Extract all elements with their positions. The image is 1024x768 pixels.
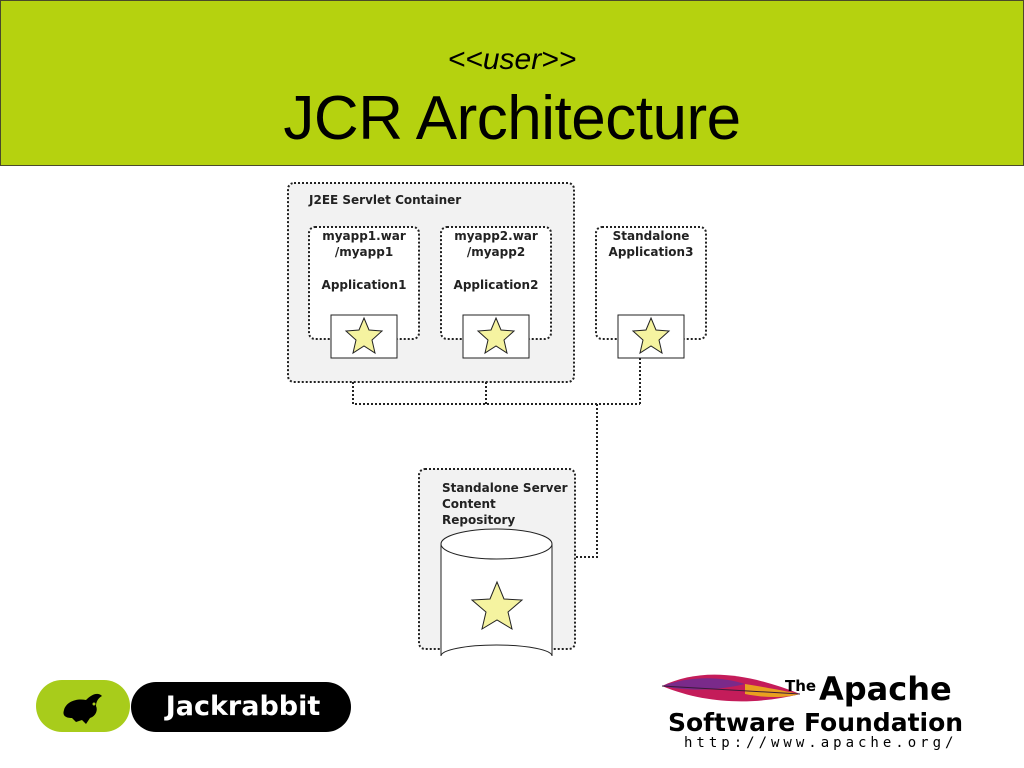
jackrabbit-label: Jackrabbit xyxy=(165,691,321,722)
slide-title: JCR Architecture xyxy=(283,84,741,153)
app3-jcr-api xyxy=(617,314,685,359)
star-icon xyxy=(344,316,384,355)
servlet-container-label: J2EE Servlet Container xyxy=(309,193,462,207)
star-icon xyxy=(631,316,671,355)
repository-cylinder-icon xyxy=(436,528,558,670)
app1-name-label: Application1 xyxy=(321,278,407,292)
rabbit-icon xyxy=(63,693,102,724)
app3-name-label: Application3 xyxy=(608,245,694,259)
app2-name-label: Application2 xyxy=(453,278,539,292)
asf-apache-text: Apache xyxy=(819,670,952,708)
app2-context-label: /myapp2 xyxy=(466,245,526,259)
connector-lines xyxy=(352,358,641,558)
asf-software-foundation-text: Software Foundation xyxy=(668,708,964,737)
apache-feather-icon xyxy=(661,674,801,702)
asf-url-text: http://www.apache.org/ xyxy=(684,735,958,751)
app1-context-label: /myapp1 xyxy=(334,245,394,259)
jackrabbit-logo xyxy=(36,680,130,732)
jackrabbit-badge xyxy=(131,682,351,732)
slide-subtitle: <<user>> xyxy=(447,43,577,76)
server-type-label: Standalone Server xyxy=(442,481,568,495)
app1-war-label: myapp1.war xyxy=(322,229,406,243)
connector-app1 xyxy=(352,358,640,405)
app2-war-label: myapp2.war xyxy=(454,229,538,243)
app2-jcr-api xyxy=(462,314,530,359)
app1-jcr-api xyxy=(330,314,398,359)
star-icon xyxy=(476,316,516,355)
server-repository-label: Content Repository xyxy=(442,497,516,527)
star-icon xyxy=(470,580,524,631)
connector-server xyxy=(575,404,598,558)
asf-the-text: The xyxy=(785,677,817,695)
title-banner: <<user>> JCR Architecture xyxy=(0,0,1024,166)
app3-type-label: Standalone xyxy=(612,229,690,243)
